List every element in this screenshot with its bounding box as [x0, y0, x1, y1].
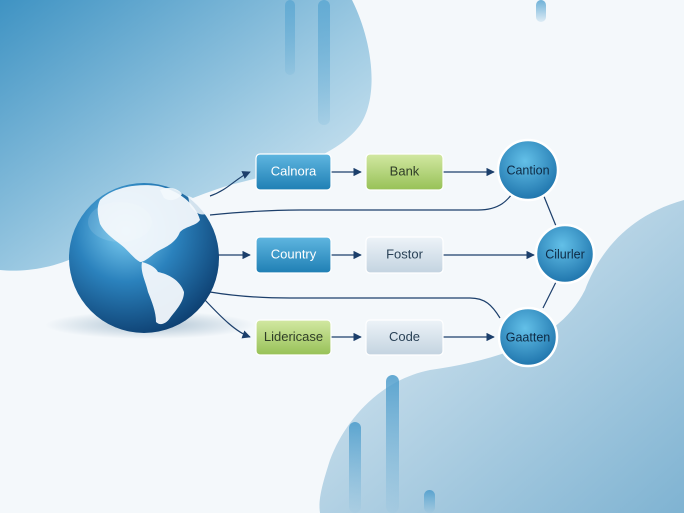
box-lidericase: Lidericase: [255, 319, 332, 356]
decor-bar: [349, 422, 361, 513]
connector-cantion-cilurler: [542, 193, 557, 227]
globe-icon: [45, 183, 255, 339]
box-country: Country: [255, 236, 332, 274]
circle-gaatten: Gaatten: [497, 306, 559, 368]
connector-cilurler-gaatten: [542, 281, 557, 309]
box-code: Code: [365, 319, 444, 356]
box-label-lidericase: Lidericase: [264, 329, 323, 344]
circle-label-cantion: Cantion: [506, 163, 549, 177]
decor-bar: [285, 0, 295, 75]
connector-globe-lidericase: [204, 299, 251, 339]
box-fostor: Fostor: [365, 236, 444, 274]
box-label-bank: Bank: [390, 163, 420, 178]
connectors: [204, 167, 557, 342]
box-label-country: Country: [271, 246, 317, 261]
decor-bar: [424, 490, 435, 513]
connector-globe-gaatten: [209, 291, 501, 319]
background-wave-left: [0, 0, 372, 271]
decor-bar: [386, 375, 399, 513]
circle-label-gaatten: Gaatten: [506, 330, 551, 344]
decor-bar: [536, 0, 546, 22]
box-label-code: Code: [389, 329, 420, 344]
circle-cilurler: Cilurler: [534, 223, 596, 285]
circle-label-cilurler: Cilurler: [545, 247, 585, 261]
box-calnora: Calnora: [255, 153, 332, 191]
connector-globe-cantion: [209, 189, 516, 216]
circle-cantion: Cantion: [496, 138, 560, 202]
box-label-calnora: Calnora: [271, 163, 317, 178]
decor-bar: [318, 0, 330, 125]
box-label-fostor: Fostor: [386, 246, 424, 261]
connector-globe-calnora: [209, 171, 251, 197]
box-bank: Bank: [365, 153, 444, 191]
background-wave-right: [319, 200, 684, 513]
